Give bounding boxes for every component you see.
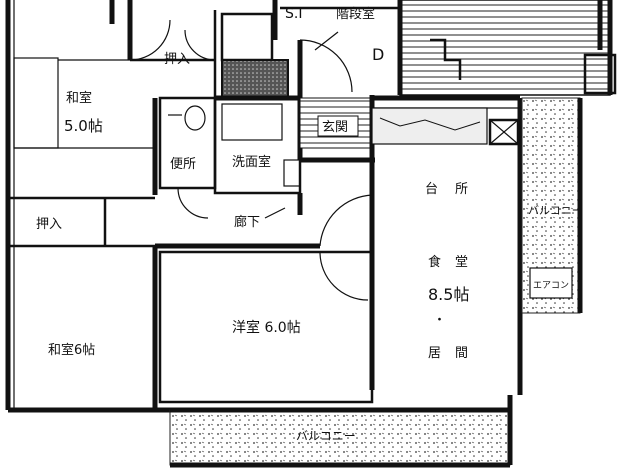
ldk-size: 8.5帖 [428, 285, 469, 304]
oshiire-mid-area: 押入 [36, 217, 62, 232]
washitsu-top-size: 5.0帖 [64, 117, 103, 135]
toilet-room: 便所 [158, 96, 217, 219]
washitsu-top-label: 和室 [66, 90, 92, 106]
senmenjo-room: 洗面室 [213, 96, 302, 195]
ac-unit-label: エアコン [533, 281, 569, 291]
d-mark: D [372, 45, 384, 64]
genkan-area: 玄関 [299, 95, 520, 163]
oshiire-top-area: 押入 [129, 10, 300, 101]
living-label-1: 居 [428, 346, 441, 361]
oshiire-mid-label: 押入 [36, 217, 62, 232]
staircase-label: 階段室 [336, 6, 375, 22]
living-label-2: 間 [455, 346, 468, 361]
corridor-label: 廊下 [234, 214, 260, 230]
washitsu-bottom-label: 和室6帖 [48, 342, 95, 358]
senmenjo-label: 洗面室 [232, 154, 271, 170]
oshiire-top-label: 押入 [164, 52, 190, 67]
toilet-label: 便所 [170, 157, 196, 172]
kitchen-label-1: 台 [425, 182, 438, 197]
balcony-bottom: バルコニー [169, 395, 513, 468]
ldk-dot: ・ [433, 313, 446, 328]
balcony-right-label: バルコニー [528, 204, 583, 217]
corridor-area: 廊下 [155, 193, 373, 249]
genkan-label: 玄関 [322, 120, 348, 135]
youshitsu-label: 洋室 6.0帖 [232, 319, 301, 336]
ldk-room: 台 所 食 堂 8.5帖 ・ 居 間 [369, 98, 523, 395]
balcony-right: エアコン バルコニー [521, 97, 583, 314]
shoes-box-label: S.I [285, 6, 302, 22]
dining-label-2: 堂 [455, 255, 468, 270]
dining-label-1: 食 [428, 254, 441, 270]
kitchen-label-2: 所 [455, 182, 468, 197]
washitsu-bottom-room: 和室6帖 [48, 342, 95, 358]
youshitsu-room: 洋室 6.0帖 [158, 250, 374, 404]
outer-walls [5, 0, 170, 413]
balcony-bottom-label: バルコニー [296, 429, 356, 443]
washitsu-top-room: 和室 5.0帖 [13, 57, 155, 149]
